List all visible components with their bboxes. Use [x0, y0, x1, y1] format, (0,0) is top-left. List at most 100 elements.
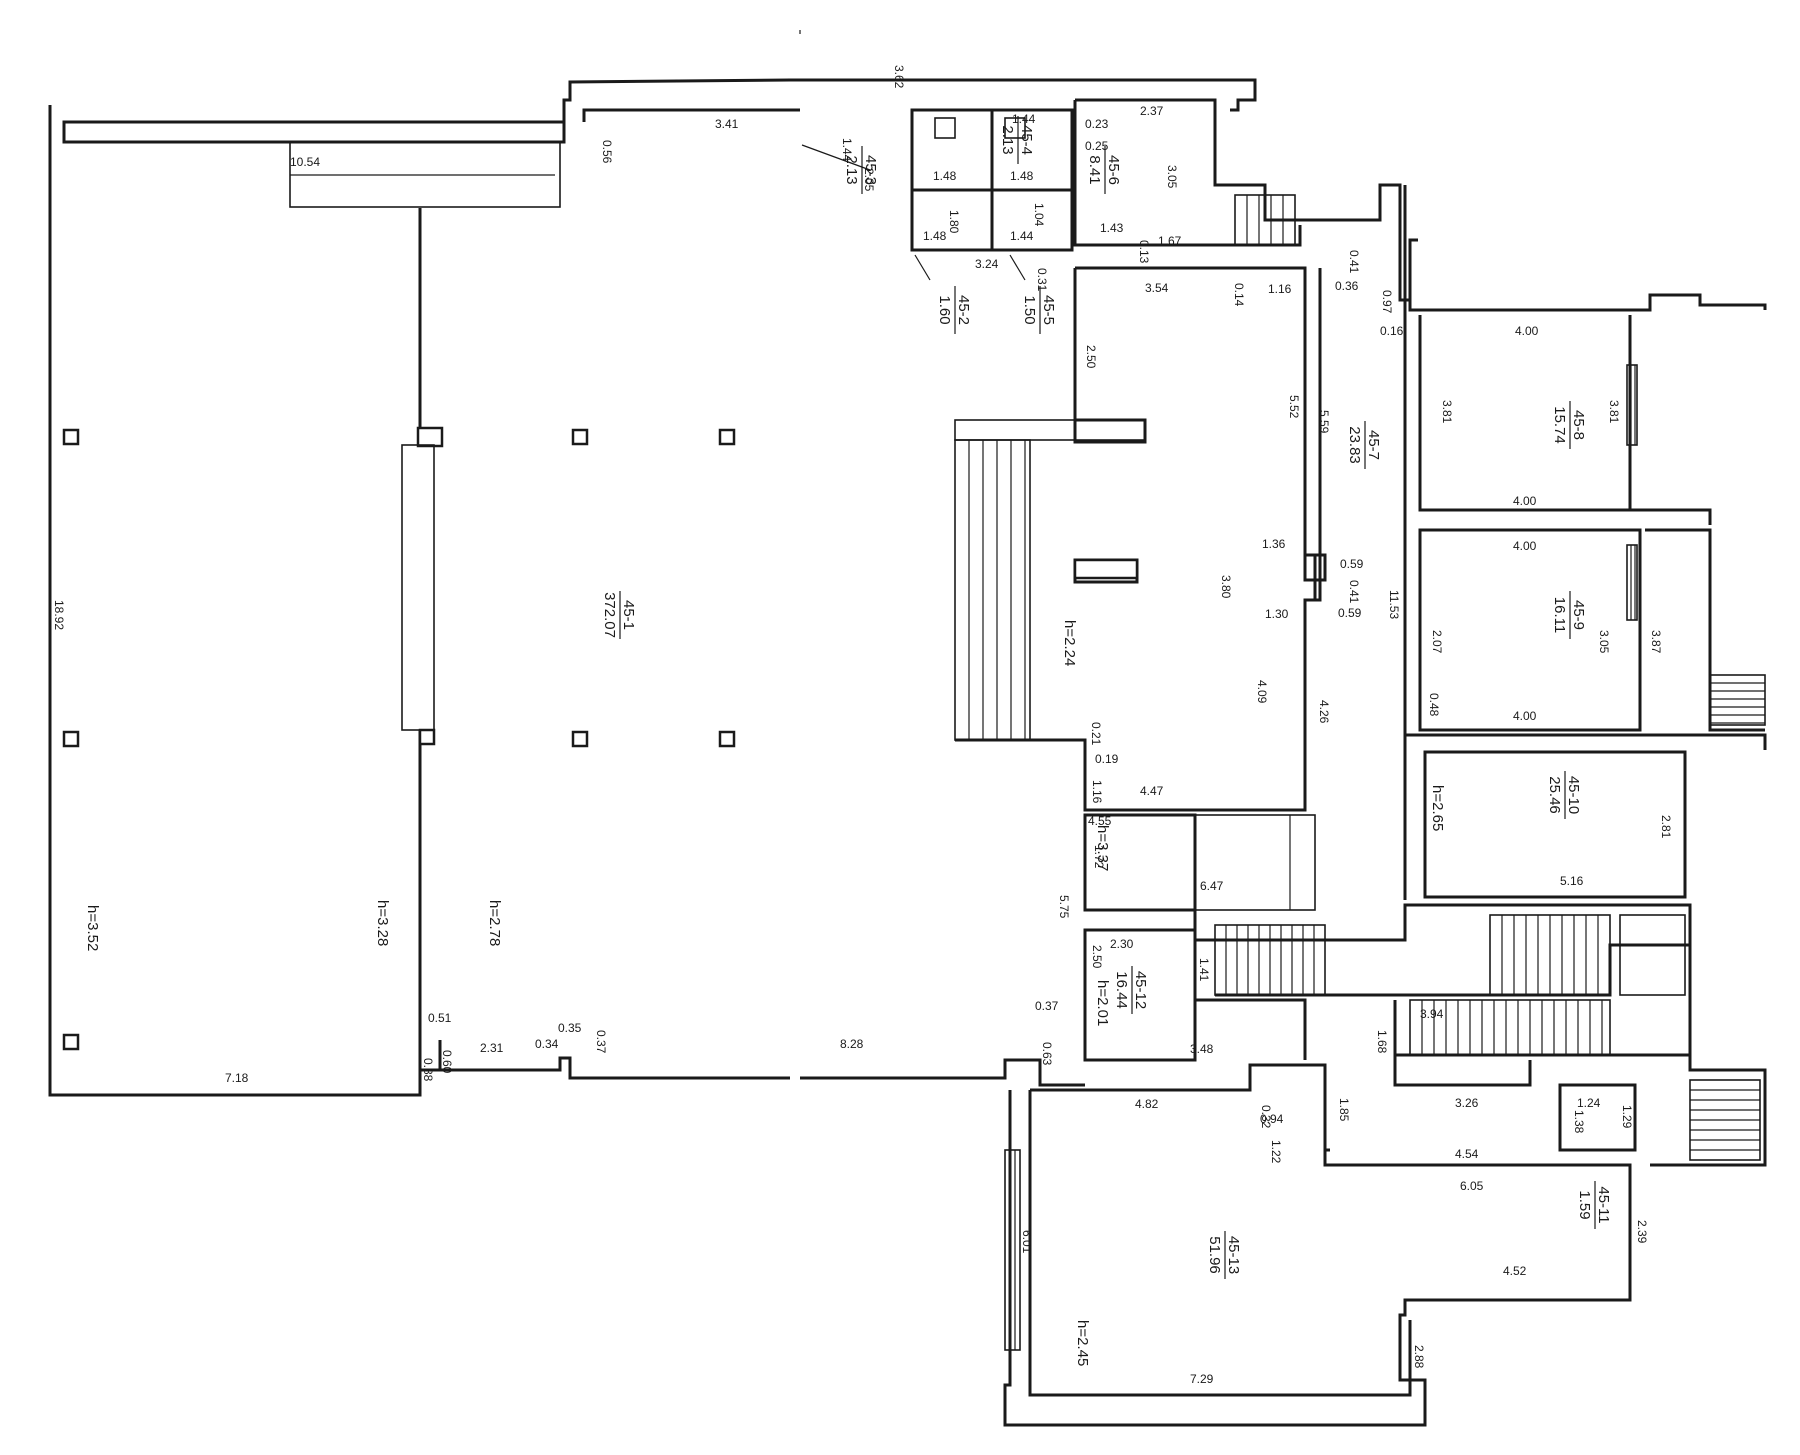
dimension-label: 1.48	[1010, 169, 1034, 183]
dimension-label: 6.01	[1020, 1230, 1034, 1254]
room-label: 45-815.74	[1551, 401, 1587, 449]
dimension-label: 1.29	[1620, 1105, 1634, 1129]
window-45-9	[1626, 544, 1638, 621]
dimension-label: 0.41	[1347, 580, 1361, 604]
room-45-11-walls	[1558, 1083, 1637, 1152]
room-number: 45-13	[1225, 1236, 1242, 1274]
window-45-13	[1004, 1149, 1021, 1351]
height-label: h=2.65	[1429, 785, 1446, 831]
room-area: 1.50	[1021, 295, 1038, 324]
dimension-label: 1.72	[1092, 845, 1106, 869]
dimension-label: 4.09	[1255, 680, 1269, 704]
column	[416, 426, 444, 448]
wc-right	[1004, 117, 1026, 139]
dimension-label: 4.26	[1317, 700, 1331, 724]
stair-block-top	[1193, 903, 1692, 1055]
dimension-label: 1.43	[1100, 221, 1124, 235]
heights: h=3.52 h=3.28 h=2.78 h=2.24 h=3.37 h=2.6…	[84, 620, 1446, 1366]
annex-top-wall	[1075, 98, 1767, 312]
dimension-label: 18.92	[52, 600, 66, 630]
landing-pillar	[1073, 558, 1139, 580]
dimension-label: 4.47	[1140, 784, 1164, 798]
room-45-13-inner	[1028, 1090, 1412, 1397]
room-number: 45-11	[1595, 1186, 1612, 1223]
dimension-label: 5.59	[1317, 410, 1331, 434]
dimension-label: 4.82	[1135, 1097, 1159, 1111]
dimension-label: 0.41	[1347, 250, 1361, 274]
dimension-label: 0.60	[440, 1050, 454, 1074]
bottom-center-wall	[800, 1058, 1085, 1087]
height-label: h=3.28	[374, 900, 391, 946]
stair-right-box	[1619, 914, 1686, 996]
dimension-label: 0.59	[1340, 557, 1364, 571]
dimension-label: 1.80	[947, 210, 961, 234]
room-45-10-walls	[1423, 750, 1687, 899]
column	[571, 730, 589, 748]
room-label: 45-68.41	[1086, 146, 1122, 194]
dimension-label: 1.44	[1012, 112, 1036, 126]
column	[418, 728, 436, 746]
dimension-label: 0.23	[1085, 117, 1109, 131]
annex-right-mid	[1645, 528, 1765, 732]
dimension-label: 0.25	[1085, 139, 1109, 153]
top-right-wall	[800, 78, 1257, 112]
dimension-label: 4.52	[1503, 1264, 1527, 1278]
height-label: h=2.78	[486, 900, 503, 946]
dimension-label: 1.44	[1010, 229, 1034, 243]
room-45-13-top	[1030, 1063, 1327, 1165]
top-step-wall	[562, 78, 800, 122]
room-45-6-walls	[1073, 100, 1302, 247]
room-45-13-walls	[1003, 1090, 1632, 1427]
dimension-label: 0.94	[1260, 1112, 1284, 1126]
height-label: h=3.37	[1094, 825, 1111, 871]
room-area: 2.13	[999, 125, 1016, 154]
dimension-label: 3.24	[975, 257, 999, 271]
stair-bottom-center	[1393, 1000, 1532, 1087]
dimension-label: 1.41	[1197, 958, 1211, 982]
room-labels: 45-1372.0745-21.6045-32.1345-42.1345-51.…	[601, 116, 1612, 1279]
dimension-label: 3.41	[715, 117, 739, 131]
walls	[48, 78, 1767, 1427]
dimension-label: 0.63	[1040, 1042, 1054, 1066]
dimension-label: 4.55	[1088, 814, 1112, 828]
window-45-8	[1626, 364, 1638, 446]
dimension-labels: 3.623.410.5610.5418.927.180.510.600.882.…	[52, 65, 1673, 1386]
room-area: 16.11	[1551, 597, 1568, 633]
room-number: 45-6	[1105, 155, 1122, 185]
room-area: 372.07	[601, 592, 618, 638]
dimension-label: 0.48	[1427, 693, 1441, 717]
column	[62, 428, 80, 446]
dimension-label: 3.48	[1190, 1042, 1214, 1056]
dimension-label: 11.53	[1387, 590, 1401, 619]
room-number: 45-7	[1365, 430, 1382, 460]
dimension-label: 3.62	[892, 65, 906, 89]
top-wall-strip	[62, 120, 566, 144]
dimension-label: 2.05	[862, 168, 876, 192]
stair-mid-wall	[1215, 943, 1690, 997]
dimension-label: 5.52	[1287, 395, 1301, 419]
room-number: 45-12	[1132, 971, 1149, 1009]
dimension-label: 10.54	[290, 155, 320, 169]
dimension-label: 0.35	[558, 1021, 582, 1035]
landing-top	[954, 419, 1146, 441]
room-number: 45-3	[862, 155, 879, 185]
dimension-label: 0.37	[594, 1030, 608, 1054]
columns	[62, 426, 1139, 1051]
small-pillar	[1303, 553, 1327, 582]
annex-bottom-right	[1395, 1053, 1767, 1167]
room-label: 45-42.13	[999, 116, 1035, 164]
dimension-label: 1.16	[1090, 780, 1104, 804]
dimension-label: 0.13	[1137, 240, 1151, 264]
room-label: 45-111.59	[1576, 1181, 1612, 1229]
room-area: 2.13	[843, 155, 860, 184]
dimension-label: 2.37	[1140, 104, 1164, 118]
room-number: 45-5	[1040, 295, 1057, 325]
top-inner-line	[582, 108, 800, 122]
stair-h337	[1194, 814, 1316, 911]
stair-hatching	[968, 195, 1765, 1350]
dimension-label: 0.34	[535, 1037, 559, 1051]
dimension-label: 2.07	[1430, 630, 1444, 654]
room-label: 45-21.60	[936, 286, 972, 334]
room-number: 45-4	[1018, 125, 1035, 155]
